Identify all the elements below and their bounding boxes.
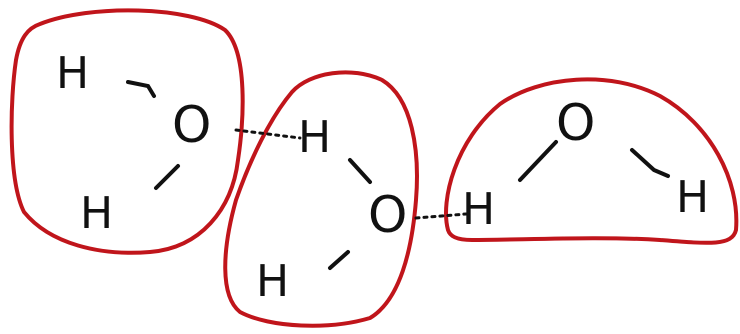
molecule-2-hydrogen-top: H [298,112,331,163]
molecule-2-bond-bottom [328,250,350,270]
molecule-2-hydrogen-bottom: H [256,256,289,307]
molecule-3-oxygen: O [556,94,595,152]
molecule-2-oxygen: O [368,186,407,244]
molecule-1-outline [9,8,245,255]
molecule-3-bond-left [518,140,558,182]
hydrogen-bond-2 [414,212,468,220]
molecule-1-hydrogen-top: H [56,48,89,99]
molecule-3-bond-right [630,148,670,178]
molecule-3-hydrogen-left: H [462,184,495,235]
molecule-1-bond-top [126,80,156,98]
molecule-3-outline [444,77,739,245]
hydrogen-bond-1 [234,128,302,140]
molecule-1-oxygen: O [172,96,211,154]
molecule-3-hydrogen-right: H [676,172,709,223]
molecule-2-outline [223,70,419,328]
molecule-1-hydrogen-bottom: H [80,188,113,239]
molecule-1-bond-bottom [154,164,180,190]
molecule-2-bond-top [348,158,372,184]
